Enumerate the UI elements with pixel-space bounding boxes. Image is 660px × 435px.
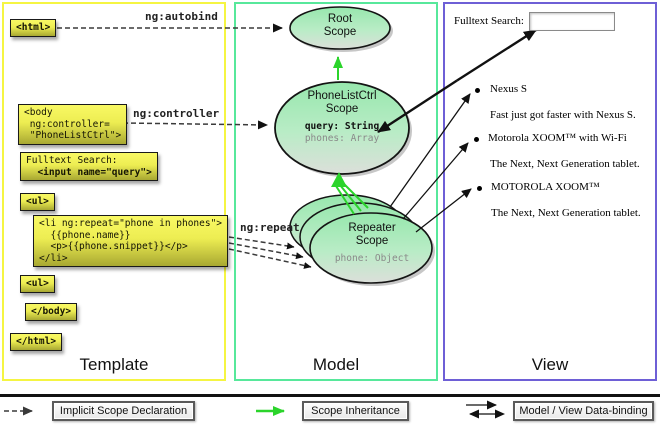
view-item-title: MOTOROLA XOOM™: [491, 181, 600, 193]
template-column-label: Template: [79, 355, 149, 374]
root-scope-title-line2: Scope: [323, 26, 357, 38]
phonelistctrl-prop-query: query: String: [304, 121, 380, 132]
repeater-title-line2: Scope: [355, 235, 389, 247]
view-item-snippet: The Next, Next Generation tablet.: [491, 207, 641, 219]
html-open-tag-box: <html>: [10, 19, 57, 37]
view-item-snippet: Fast just got faster with Nexus S.: [490, 109, 636, 121]
view-item-title: Motorola XOOM™ with Wi-Fi: [488, 132, 627, 144]
bullet-dot: [474, 137, 479, 142]
phonelistctrl-title-line2: Scope: [325, 103, 359, 115]
ul-close-tag-box: <ul>: [20, 275, 55, 293]
ng-repeat-label: ng:repeat: [240, 221, 300, 234]
li-repeat-code-box: <li ng:repeat="phone in phones"> {{phone…: [33, 215, 229, 267]
root-scope-title-line1: Root: [327, 13, 353, 25]
view-item-title: Nexus S: [490, 83, 527, 95]
body-open-tag-box: <body ng:controller= "PhoneListCtrl">: [18, 104, 128, 145]
view-column-label: View: [531, 355, 569, 374]
view-item-snippet: The Next, Next Generation tablet.: [490, 158, 640, 170]
ul-open-tag-box: <ul>: [20, 193, 55, 211]
legend-model-view-data-binding: Model / View Data-binding: [513, 401, 654, 421]
model-column-label: Model: [312, 355, 360, 374]
template-column: Template: [2, 2, 226, 381]
body-close-tag-box: </body>: [25, 303, 78, 321]
bullet-dot: [475, 88, 480, 93]
legend-scope-inheritance: Scope Inheritance: [302, 401, 409, 421]
model-column: Model: [234, 2, 438, 381]
phonelistctrl-prop-phones: phones: Array: [304, 133, 380, 144]
ng-controller-label: ng:controller: [133, 107, 220, 120]
html-close-tag-box: </html>: [10, 333, 63, 351]
fulltext-search-code-box: Fulltext Search: <input name="query">: [20, 152, 158, 181]
fulltext-search-input[interactable]: [529, 12, 615, 31]
bullet-dot: [477, 186, 482, 191]
view-search-label: Fulltext Search:: [454, 15, 524, 27]
input-query-code: <input name="query">: [26, 166, 152, 178]
legend-separator: [0, 394, 660, 397]
phonelistctrl-title-line1: PhoneListCtrl: [307, 90, 377, 102]
ng-autobind-label: ng:autobind: [145, 10, 218, 23]
fulltext-code-label: Fulltext Search:: [26, 155, 118, 166]
legend-implicit-scope-declaration: Implicit Scope Declaration: [52, 401, 195, 421]
repeater-prop-phone: phone: Object: [334, 253, 410, 264]
repeater-title-line1: Repeater: [348, 222, 396, 234]
